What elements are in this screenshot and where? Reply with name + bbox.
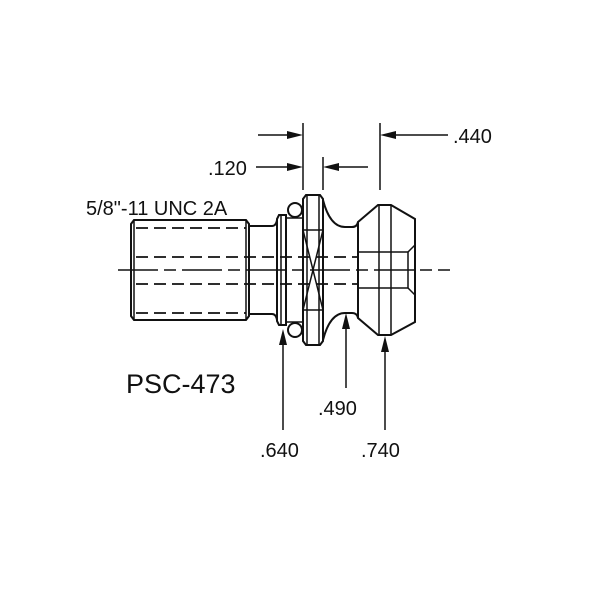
retention-groove [322,199,359,341]
hex-flange [302,194,324,346]
thread-spec-label: 5/8"-11 UNC 2A [86,198,228,220]
head-length-label: .440 [453,126,492,148]
dimension-extension-lines [302,123,381,190]
neck-diameter-label: .490 [318,398,357,420]
flange-width-label: .120 [208,158,247,180]
head-diameter-label: .740 [361,440,400,462]
dimension-arrows [256,131,448,430]
part-number-label: PSC-473 [126,369,236,399]
o-ring-bottom [287,322,303,338]
o-ring-top [287,202,303,218]
pull-stud-head [357,204,416,336]
seat-flange [276,214,287,326]
threaded-shank [130,219,358,321]
oring-diameter-label: .640 [260,440,299,462]
